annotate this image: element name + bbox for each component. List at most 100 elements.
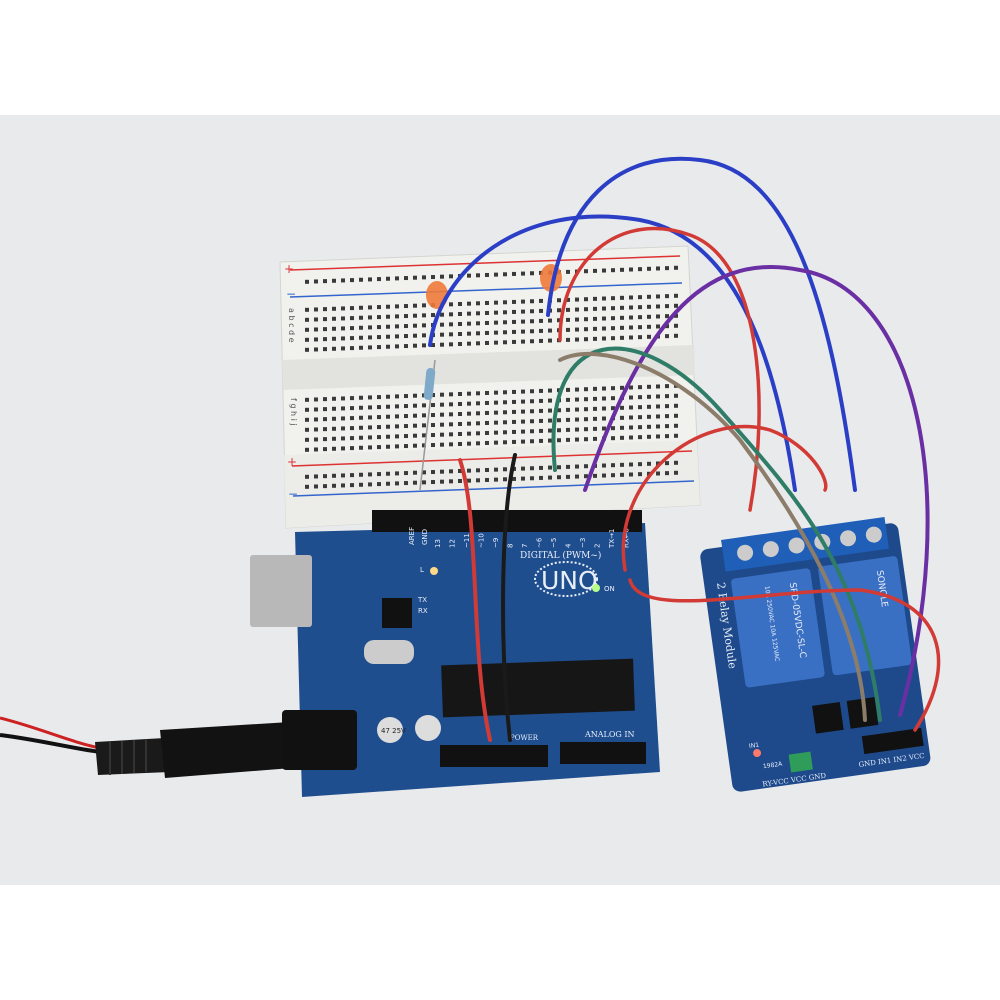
breadboard-hole	[647, 424, 651, 429]
minus-label: −	[286, 287, 296, 301]
breadboard-hole	[422, 323, 426, 328]
breadboard-hole	[629, 305, 633, 310]
breadboard-hole	[665, 384, 669, 389]
breadboard-hole	[665, 334, 669, 339]
breadboard-hole	[620, 267, 624, 272]
breadboard-hole	[674, 413, 678, 418]
breadboard-hole	[656, 324, 660, 329]
breadboard-hole	[314, 407, 318, 412]
breadboard-hole	[323, 437, 327, 442]
breadboard-hole	[566, 297, 570, 302]
breadboard-hole	[368, 305, 372, 310]
breadboard-hole	[341, 483, 345, 488]
breadboard-hole	[386, 404, 390, 409]
breadboard-hole	[368, 472, 372, 477]
breadboard-hole	[323, 407, 327, 412]
breadboard-hole	[413, 303, 417, 308]
breadboard-hole	[341, 416, 345, 421]
plus-label-bottom: +	[287, 455, 297, 469]
breadboard-hole	[305, 484, 309, 489]
crystal	[364, 640, 414, 664]
breadboard-hole	[332, 446, 336, 451]
breadboard-hole	[476, 331, 480, 336]
breadboard-hole	[314, 327, 318, 332]
breadboard-hole	[323, 397, 327, 402]
breadboard-hole	[485, 420, 489, 425]
breadboard-hole	[440, 342, 444, 347]
breadboard-hole	[593, 268, 597, 273]
breadboard-hole	[593, 436, 597, 441]
breadboard-hole	[512, 409, 516, 414]
breadboard-hole	[350, 436, 354, 441]
breadboard-hole	[440, 322, 444, 327]
breadboard-hole	[323, 317, 327, 322]
breadboard-hole	[314, 317, 318, 322]
breadboard-hole	[341, 396, 345, 401]
breadboard-hole	[593, 426, 597, 431]
breadboard-hole	[548, 438, 552, 443]
breadboard-hole	[359, 395, 363, 400]
breadboard-hole	[512, 339, 516, 344]
wire-red-power	[458, 458, 492, 742]
breadboard-hole	[503, 467, 507, 472]
breadboard-hole	[449, 274, 453, 279]
breadboard-hole	[512, 319, 516, 324]
breadboard-hole	[332, 426, 336, 431]
breadboard-hole	[584, 474, 588, 479]
breadboard-hole	[350, 278, 354, 283]
breadboard-hole	[404, 314, 408, 319]
breadboard-hole	[350, 446, 354, 451]
wire-red-1	[558, 226, 761, 512]
wire-brown	[558, 351, 867, 722]
breadboard-hole	[341, 336, 345, 341]
digital-pin-label: 7	[521, 544, 529, 548]
breadboard-hole	[494, 440, 498, 445]
breadboard-hole	[314, 397, 318, 402]
breadboard-hole	[476, 311, 480, 316]
breadboard-hole	[584, 427, 588, 432]
breadboard-hole	[611, 336, 615, 341]
breadboard-hole	[530, 419, 534, 424]
breadboard-hole	[386, 424, 390, 429]
breadboard-hole	[521, 271, 525, 276]
breadboard-hole	[548, 388, 552, 393]
breadboard-hole	[620, 405, 624, 410]
breadboard-hole	[575, 417, 579, 422]
breadboard-hole	[530, 329, 534, 334]
breadboard-hole	[404, 424, 408, 429]
breadboard-hole	[575, 337, 579, 342]
breadboard-hole	[422, 413, 426, 418]
breadboard-hole	[494, 430, 498, 435]
digital-label: DIGITAL (PWM~)	[520, 550, 601, 561]
breadboard-hole	[503, 477, 507, 482]
breadboard-hole	[431, 470, 435, 475]
breadboard-hole	[386, 414, 390, 419]
breadboard-hole	[395, 434, 399, 439]
breadboard-hole	[530, 399, 534, 404]
dc-jack	[282, 710, 357, 770]
wire-green	[551, 346, 882, 722]
breadboard-hole	[557, 318, 561, 323]
breadboard-hole	[503, 390, 507, 395]
breadboard-hole	[332, 278, 336, 283]
breadboard-hole	[512, 329, 516, 334]
breadboard-hole	[602, 386, 606, 391]
breadboard-hole	[521, 429, 525, 434]
relay-1	[731, 568, 825, 688]
breadboard-hole	[611, 296, 615, 301]
led-tx-label: TX	[417, 596, 427, 604]
breadboard-hole	[368, 415, 372, 420]
breadboard-hole	[575, 317, 579, 322]
breadboard-hole	[629, 395, 633, 400]
breadboard-hole	[476, 411, 480, 416]
breadboard-hole	[539, 465, 543, 470]
breadboard-hole	[485, 467, 489, 472]
breadboard-hole	[395, 481, 399, 486]
breadboard-hole	[377, 472, 381, 477]
breadboard-hole	[602, 336, 606, 341]
breadboard-hole	[566, 464, 570, 469]
breadboard-hole	[458, 391, 462, 396]
breadboard-hole	[404, 481, 408, 486]
breadboard-hole	[593, 306, 597, 311]
breadboard-hole	[458, 411, 462, 416]
